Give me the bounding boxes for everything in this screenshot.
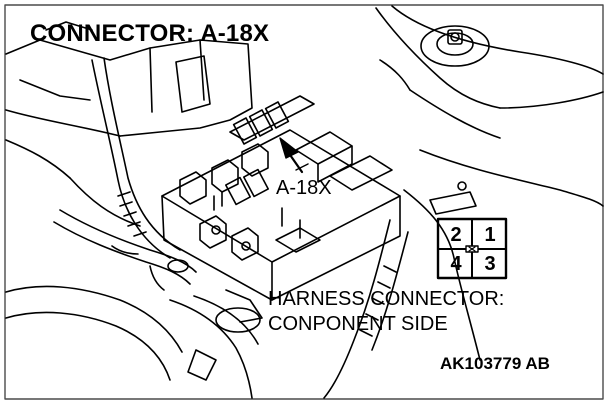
connector-title: CONNECTOR: A-18X	[30, 20, 270, 47]
connector-pin-label: 4	[450, 253, 462, 275]
wire-harness	[53, 57, 197, 291]
harness-connector-face	[436, 217, 508, 280]
connector-pin-label: 2	[450, 224, 462, 246]
relay-box	[161, 95, 401, 301]
engine-cover	[5, 21, 253, 227]
harness-connector-heading: HARNESS CONNECTOR:	[268, 288, 505, 310]
connector-pin-label: 1	[484, 224, 496, 246]
component-side-caption: CONPONENT SIDE	[268, 313, 448, 335]
strut-tower	[375, 5, 604, 139]
connector-callout-label: A-18X	[276, 177, 332, 199]
lower-hose	[5, 285, 263, 399]
callout-arrow	[279, 137, 309, 174]
fender-panel	[323, 149, 604, 399]
figure-code: AK103779 AB	[440, 354, 550, 373]
connector-pin-label: 3	[484, 253, 496, 275]
